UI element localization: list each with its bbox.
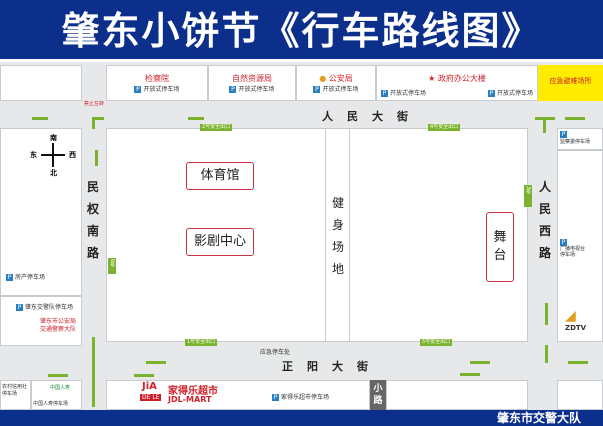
arrow-left-icon [568,361,588,364]
exit-4: 4号安全出口 [428,124,461,131]
venue-gym: 体育馆 [186,162,254,190]
arrow-right-icon [48,374,68,377]
venue-stage: 舞台 [486,212,514,282]
arrow-right-icon [460,373,480,376]
exit-2: 2号安全出口 [200,124,233,131]
arrow-left-icon [188,117,204,120]
venue-theater: 影剧中心 [186,228,254,256]
arrow-turn-icon [92,117,104,120]
block-credit-union [0,380,31,410]
block-tv-station [557,150,603,342]
mart-name: 家得乐超市 [168,386,218,397]
exit-1: 1号安全出口 [185,339,218,346]
arrow-left-icon [146,361,166,364]
alley: 小路 [370,380,386,410]
compass: 南 北 东 西 [30,134,76,177]
arrow-down-icon [95,150,98,166]
exit-6: 6号 [108,258,116,274]
block-top-left [0,65,82,101]
police-emblem-icon: ● [319,74,327,83]
arrow-vertical-icon [92,337,95,407]
road-renmin-west: 人民西路 [538,180,551,260]
parking-china-life: 中国人寿停车场 [33,401,69,407]
no-left-turn: 禁止左转 [84,101,105,107]
footer-issuer: 肇东市交警大队 [0,410,603,426]
block-china-life [31,380,82,410]
emergency-shelter: 应急避难场所 [538,65,603,101]
arrow-right-icon [134,374,154,377]
block-left-upper [0,128,82,296]
arrow-up-icon [545,303,548,325]
plaza [325,128,350,342]
parking-mart: 家得乐超市停车场 [281,394,330,401]
star-icon: ★ [428,74,436,83]
china-life-logo: 中国人寿 [50,385,71,391]
arrow-right-icon [565,117,585,120]
mart-logo: JiA [142,381,157,392]
block-traffic-police [0,296,82,346]
arrow-up-icon [545,345,548,363]
arrow-left-icon [470,361,490,364]
road-minquan-south: 民权南路 [86,180,99,260]
map-title: 肇东小饼节《行车路线图》 [0,0,603,62]
parking-supervision: 监察委停车场 [560,139,591,145]
plaza-label: 健身场地 [331,196,344,276]
traffic-police-brigade: 肇东市公安局交通警察大队 [40,318,77,333]
venue-area [106,128,528,342]
arrow-left-icon [32,117,48,120]
parking-traffic-police: 肇东交警队停车场 [25,304,74,311]
zdtv-logo: ◢ZDTV [565,308,587,332]
emergency-parking: 应急停车处 [260,349,291,356]
road-renmin-street: 人民大街 [322,110,422,123]
road-zhengyang-street: 正阳大街 [282,360,382,373]
exit-3: 3号 [524,185,532,207]
parking-housing: 房产停车场 [15,274,46,281]
exit-5: 5号安全出口 [420,339,453,346]
